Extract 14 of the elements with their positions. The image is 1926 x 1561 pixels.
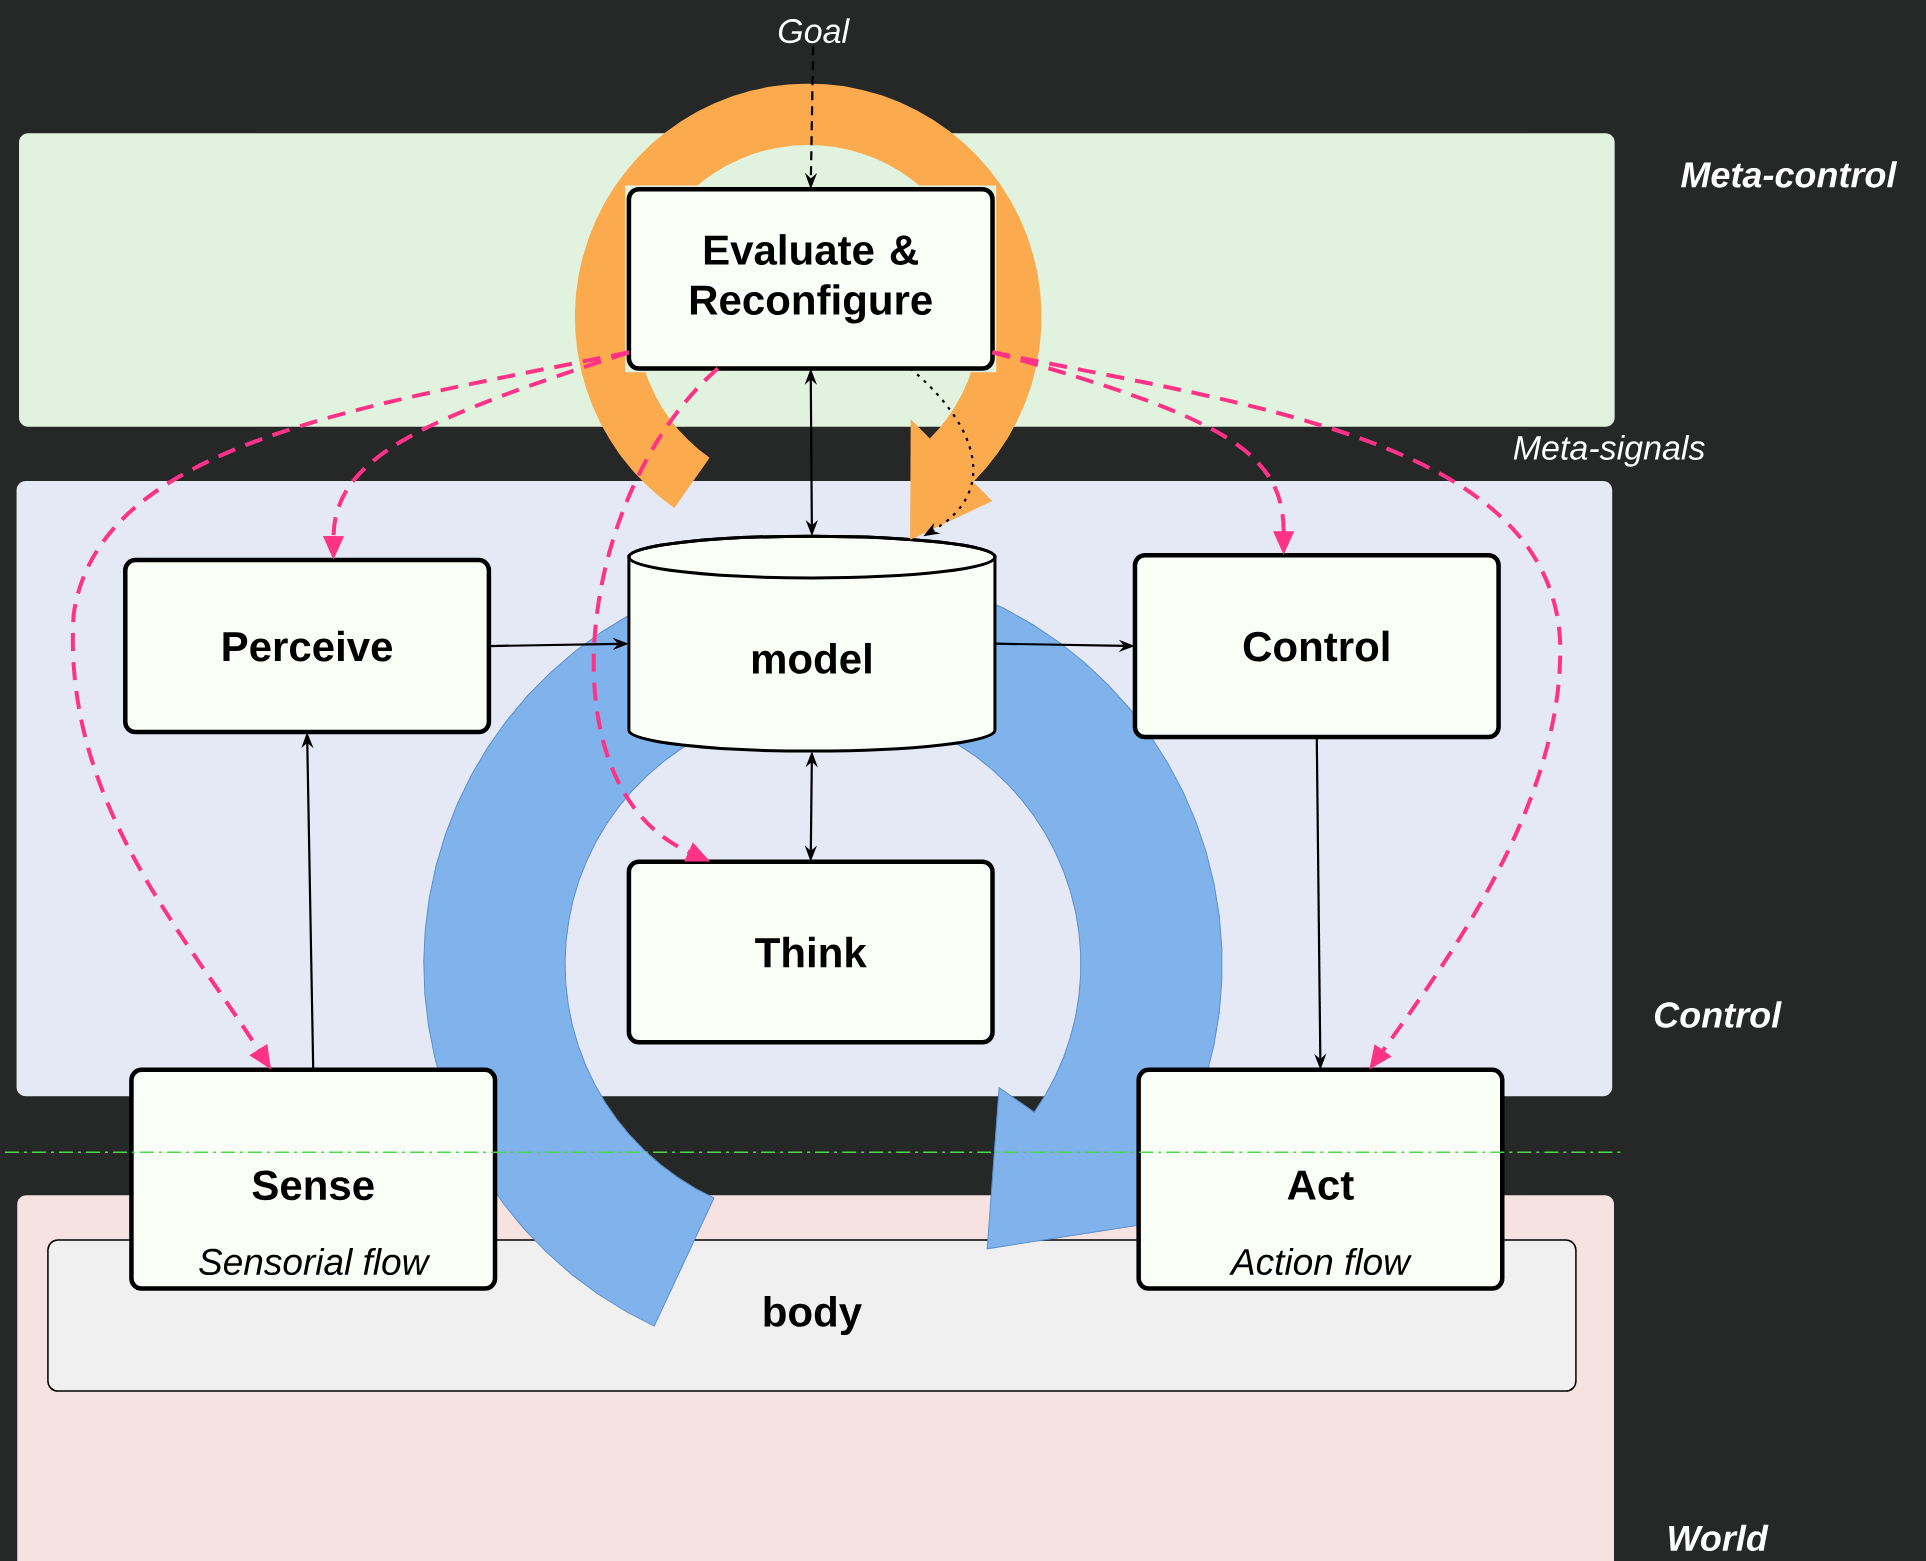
cycle-arrow	[574, 83, 1042, 540]
process-box: Control	[1132, 552, 1501, 740]
database-cylinder: model	[627, 534, 997, 753]
goal-text: Goal	[778, 18, 850, 44]
process-box: Evaluate & Reconfigure	[626, 186, 995, 371]
region-label: Meta-control	[1681, 161, 1898, 188]
process-box: Think	[626, 859, 995, 1045]
process-box: Sense Sensorial flow	[129, 1067, 498, 1291]
arrow	[592, 367, 720, 862]
region-label: World	[1669, 1524, 1769, 1551]
process-box: Perceive	[123, 557, 492, 735]
annotation-text: Meta-signals	[1513, 434, 1705, 467]
region-label: Control	[1654, 1001, 1782, 1028]
process-box: Act Action flow	[1136, 1067, 1505, 1291]
